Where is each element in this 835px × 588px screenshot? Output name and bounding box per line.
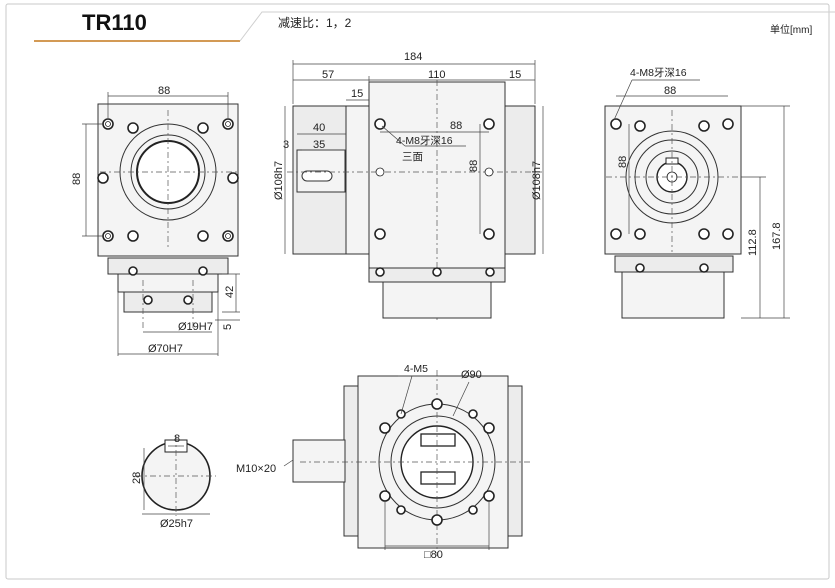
ratio-label: 减速比：1，2 xyxy=(278,16,352,30)
front-lower-body xyxy=(117,273,219,293)
model-title: TR110 xyxy=(82,10,147,35)
front-bolt-holes xyxy=(97,118,239,242)
unit-label: 单位[mm] xyxy=(770,23,812,36)
top-bolt-holes xyxy=(379,398,495,526)
side-right-dia-dim: Ø108h7 xyxy=(531,161,543,200)
side-shaft-key-dim: 35 xyxy=(313,139,325,151)
front-view: 88 88 42 5 Ø19H7 Ø70H7 xyxy=(71,85,240,356)
shaft-section: 8 28 Ø25h7 xyxy=(131,433,216,530)
top-input-shaft xyxy=(292,439,346,483)
title-rule xyxy=(239,11,835,42)
end-total-height-dim: 167.8 xyxy=(771,222,783,250)
shaft-key-width-dim: 8 xyxy=(174,433,180,445)
front-output-hub xyxy=(123,291,213,313)
side-left-dim: 57 xyxy=(322,69,334,81)
side-thread-note-2: 三面 xyxy=(402,151,423,163)
end-center-height-dim: 112.8 xyxy=(747,229,759,256)
side-thread-note-1: 4-M8牙深16 xyxy=(396,135,453,147)
front-pilot-dim: Ø70H7 xyxy=(148,343,183,355)
front-depth-dim: 42 xyxy=(224,286,236,298)
side-mid-dim: 110 xyxy=(428,69,446,81)
front-offset-dim: 5 xyxy=(222,324,234,330)
shaft-height-dim: 28 xyxy=(131,472,143,484)
top-square-dim: □80 xyxy=(424,549,443,561)
end-bolt-holes xyxy=(610,118,734,240)
shaft-dia-dim: Ø25h7 xyxy=(160,518,193,530)
end-thread-note: 4-M8牙深16 xyxy=(630,67,687,79)
side-view: 184 57 110 15 15 40 35 3 88 88 Ø108h7 Ø1… xyxy=(273,51,544,320)
side-shaft-len-dim: 40 xyxy=(313,122,325,134)
side-right-flange xyxy=(504,105,536,255)
side-overall-dim: 184 xyxy=(404,51,422,63)
end-view: 88 88 4-M8牙深16 112.8 167.8 xyxy=(604,67,790,319)
top-thread-note: 4-M5 xyxy=(404,363,428,375)
end-height-dim: 88 xyxy=(617,156,629,168)
front-lower-flange xyxy=(107,257,229,275)
top-shaft-thread-dim: M10×20 xyxy=(236,463,276,475)
side-hole-vert-dim: 88 xyxy=(468,160,480,172)
side-step xyxy=(345,105,370,255)
top-pcd-dim: Ø90 xyxy=(461,369,482,381)
side-hole-span-dim: 88 xyxy=(450,120,462,132)
top-view: 4-M5 Ø90 M10×20 □80 xyxy=(236,363,530,561)
sheet-border xyxy=(5,3,830,580)
side-right-dim: 15 xyxy=(509,69,521,81)
front-width-dim: 88 xyxy=(158,85,170,97)
front-bore-dim: Ø19H7 xyxy=(178,321,213,333)
side-shaft-gap-dim: 3 xyxy=(283,139,289,151)
end-width-dim: 88 xyxy=(664,85,676,97)
front-height-dim: 88 xyxy=(71,173,83,185)
side-left-dia-dim: Ø108h7 xyxy=(273,161,285,200)
side-shaft-keyway xyxy=(301,170,333,182)
side-step-dim: 15 xyxy=(351,88,363,100)
